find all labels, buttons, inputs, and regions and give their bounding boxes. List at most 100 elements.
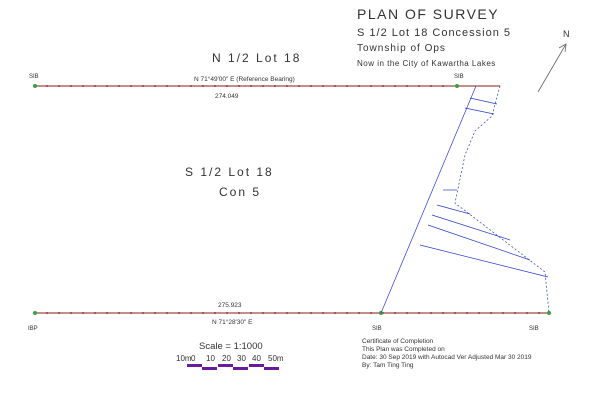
hatch-line-2 — [464, 107, 495, 115]
top-bearing-label: N 71°49'00" E (Reference Bearing) — [194, 75, 295, 83]
boundary-marker — [190, 312, 192, 314]
scale-tick-label: 10m — [176, 354, 192, 363]
boundary-marker — [142, 312, 144, 314]
scale-tick-label: 30 — [237, 354, 246, 363]
scale-bar-segment — [202, 367, 217, 370]
plan-subtitle-township: Township of Ops — [357, 43, 446, 54]
hatch-line-6 — [427, 224, 531, 261]
north-arrow: N — [537, 29, 570, 93]
bottom-right-corner-marker — [547, 311, 551, 315]
boundary-marker — [70, 85, 72, 87]
boundary-marker — [514, 312, 516, 314]
bottom-distance-label: 275.923 — [218, 302, 242, 309]
scale-tick-label: 10 — [206, 354, 215, 363]
boundary-marker — [526, 312, 528, 314]
boundary-marker — [406, 312, 408, 314]
boundary-marker — [382, 85, 384, 87]
boundary-marker — [406, 85, 408, 87]
boundary-marker — [286, 85, 288, 87]
certificate-title: Certificate of Completion — [362, 338, 434, 345]
boundary-marker — [214, 312, 216, 314]
boundary-marker — [250, 312, 252, 314]
boundary-marker — [394, 85, 396, 87]
boundary-marker — [274, 85, 276, 87]
boundary-marker — [130, 312, 132, 314]
eastern-dashed-boundary — [454, 85, 550, 314]
top-left-corner-marker — [33, 84, 37, 88]
boundary-marker — [178, 312, 180, 314]
boundary-marker — [202, 312, 204, 314]
boundary-marker — [154, 85, 156, 87]
plan-subtitle-city: Now in the City of Kawartha Lakes — [357, 59, 496, 68]
scale-label: Scale = 1:1000 — [199, 341, 263, 352]
boundary-marker — [466, 312, 468, 314]
eastern-parcel-lines — [380, 85, 550, 314]
scale-bar-segment — [187, 364, 202, 367]
hatch-line-1 — [469, 97, 498, 105]
boundary-marker — [82, 312, 84, 314]
plan-subtitle-lot: S 1/2 Lot 18 Concession 5 — [357, 27, 511, 39]
certificate-line-2: This Plan was Completed on — [362, 346, 445, 353]
top-right-corner-marker — [455, 84, 459, 88]
boundary-marker — [538, 312, 540, 314]
boundary-marker — [310, 85, 312, 87]
boundary-marker — [202, 85, 204, 87]
boundary-marker — [346, 85, 348, 87]
boundary-marker — [250, 85, 252, 87]
top-distance-label: 274.049 — [215, 93, 239, 100]
boundary-marker — [454, 312, 456, 314]
boundary-marker — [442, 312, 444, 314]
boundary-marker — [286, 312, 288, 314]
bottom-left-corner-marker — [33, 311, 37, 315]
boundary-marker — [370, 85, 372, 87]
boundary-marker — [226, 312, 228, 314]
boundary-marker — [94, 312, 96, 314]
bottom-middle-marker-label: SIB — [372, 326, 382, 332]
scale-tick-label: 0 — [191, 354, 196, 363]
boundary-marker — [166, 312, 168, 314]
bottom-right-marker-label: SIB — [529, 326, 539, 332]
boundary-marker — [106, 85, 108, 87]
boundary-marker — [262, 85, 264, 87]
boundary-marker — [430, 85, 432, 87]
hatch-line-7 — [419, 244, 549, 278]
boundary-marker — [478, 312, 480, 314]
scale-bar-segment — [233, 367, 248, 370]
top-boundary-markers — [46, 85, 444, 87]
boundary-marker — [82, 85, 84, 87]
boundary-marker — [358, 312, 360, 314]
bottom-bearing-label: N 71°28'30" E — [212, 318, 253, 326]
boundary-marker — [358, 85, 360, 87]
boundary-marker — [418, 312, 420, 314]
boundary-marker — [142, 85, 144, 87]
boundary-marker — [334, 312, 336, 314]
boundary-marker — [418, 85, 420, 87]
bottom-boundary: IBP SIB SIB 275.923 N 71°28'30" E — [28, 302, 551, 332]
boundary-marker — [58, 85, 60, 87]
boundary-marker — [322, 85, 324, 87]
boundary-marker — [334, 85, 336, 87]
boundary-marker — [118, 312, 120, 314]
boundary-marker — [262, 312, 264, 314]
scale-bar-segment — [218, 364, 233, 367]
certificate-line-3: Date: 30 Sep 2019 with Autocad Ver Adjus… — [362, 354, 532, 361]
boundary-marker — [106, 312, 108, 314]
boundary-marker — [46, 85, 48, 87]
boundary-marker — [94, 85, 96, 87]
boundary-marker — [394, 312, 396, 314]
scale-bar — [187, 364, 279, 370]
boundary-marker — [310, 312, 312, 314]
hatch-line-4 — [436, 204, 471, 215]
south-half-lot-label: S 1/2 Lot 18 — [185, 165, 274, 179]
plan-title: PLAN OF SURVEY — [357, 6, 499, 22]
boundary-marker — [178, 85, 180, 87]
north-half-lot-label: N 1/2 Lot 18 — [212, 51, 301, 65]
boundary-marker — [322, 312, 324, 314]
scale-tick-label: 40 — [252, 354, 261, 363]
concession-label: Con 5 — [219, 185, 261, 199]
bottom-left-marker-label: IBP — [28, 326, 38, 332]
boundary-marker — [46, 312, 48, 314]
